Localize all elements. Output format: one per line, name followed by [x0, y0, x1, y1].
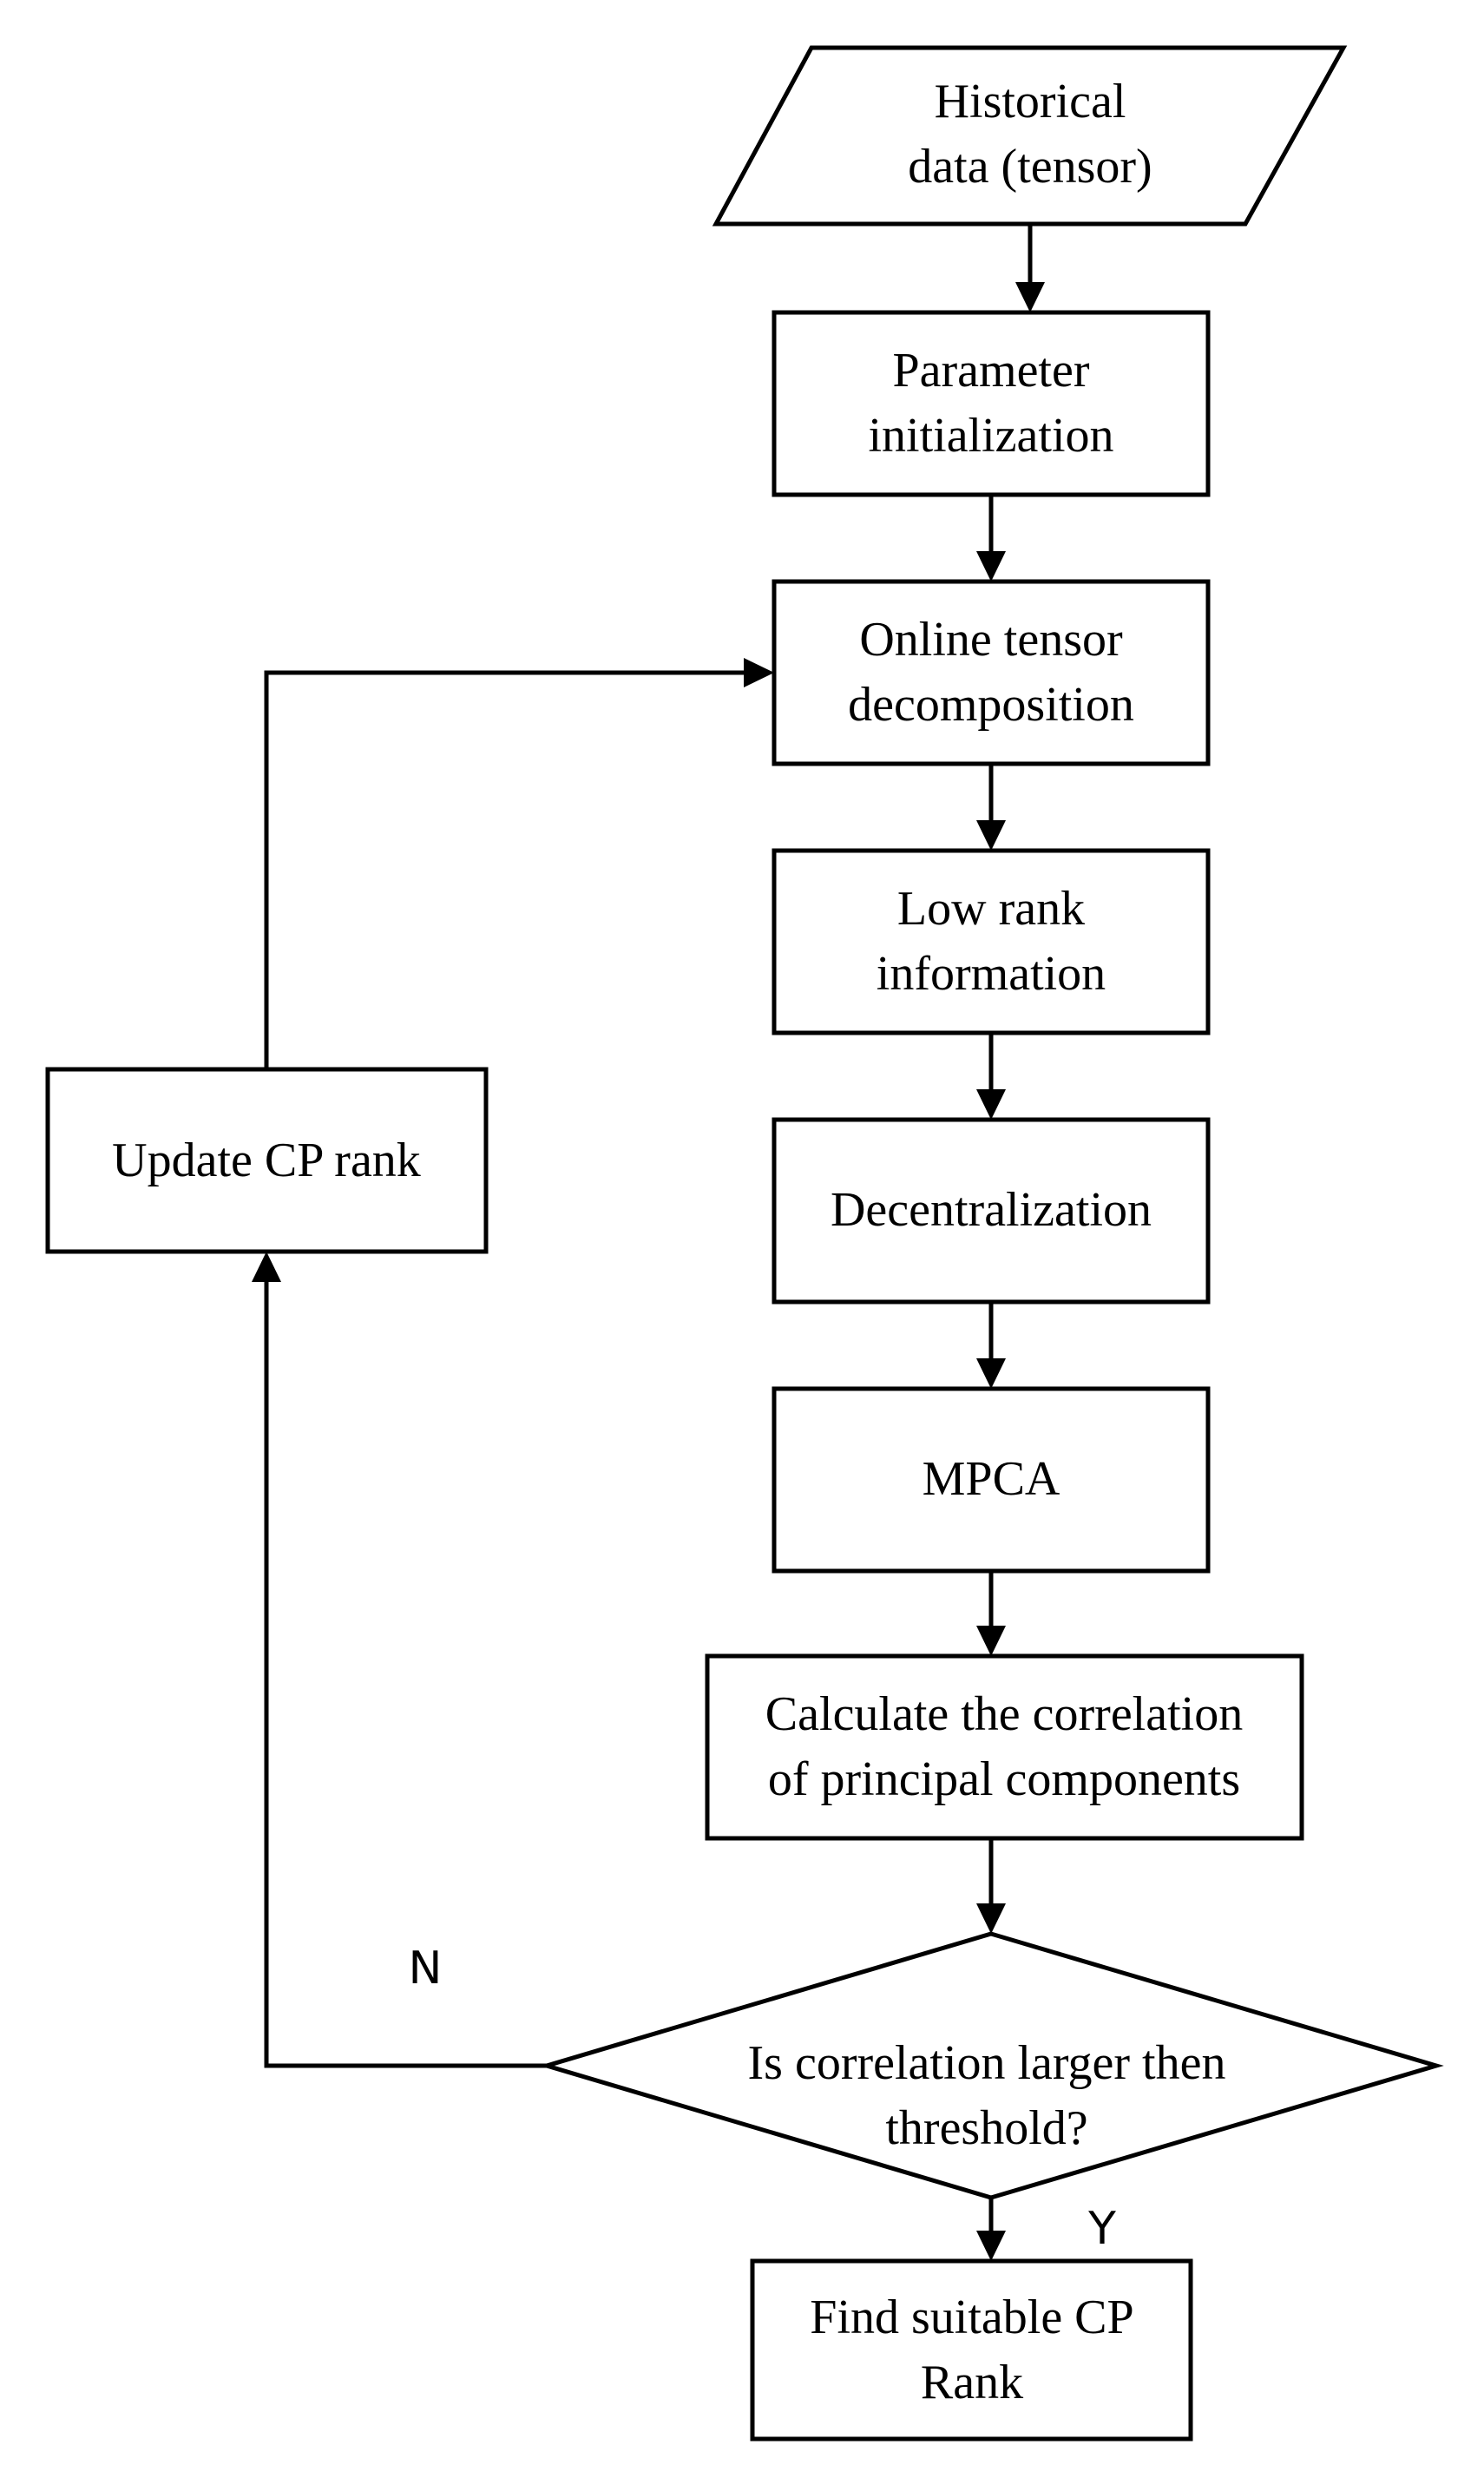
low-rank-line-2: information	[877, 947, 1106, 1001]
arrow-parameter-to-online	[976, 495, 1006, 582]
find-rank-line-2: Rank	[921, 2356, 1023, 2409]
decentralization-label: Decentralization	[831, 1183, 1152, 1237]
arrow-update-rank-to-online	[264, 658, 774, 1069]
mpca-node: MPCA	[772, 1386, 1211, 1574]
arrow-decision-to-find-rank	[976, 2198, 1006, 2261]
arrow-decision-to-update-rank	[252, 1252, 547, 2068]
correlation-decision-node: Is correlation larger then threshold?	[539, 1931, 1444, 2200]
low-rank-line-1: Low rank	[897, 882, 1085, 936]
arrow-decentralization-to-mpca	[976, 1302, 1006, 1389]
branch-yes-label: Y	[1087, 2203, 1116, 2255]
find-suitable-rank-node: Find suitable CP Rank	[750, 2258, 1193, 2442]
calculate-correlation-line-1: Calculate the correlation	[765, 1687, 1243, 1741]
find-rank-line-1: Find suitable CP	[810, 2291, 1133, 2344]
historical-data-node: Historical data (tensor)	[712, 45, 1348, 227]
update-cp-rank-node: Update CP rank	[45, 1067, 489, 1254]
parameter-initialization-node: Parameter initialization	[772, 310, 1211, 497]
historical-data-line-1: Historical	[935, 75, 1126, 128]
branch-no-label: N	[409, 1942, 443, 1995]
calculate-correlation-node: Calculate the correlation of principal c…	[705, 1653, 1304, 1841]
decision-line-2: threshold?	[885, 2101, 1087, 2155]
mpca-label: MPCA	[923, 1452, 1060, 1506]
online-tensor-line-2: decomposition	[848, 678, 1134, 732]
parameter-initialization-line-1: Parameter	[893, 344, 1090, 398]
arrow-historical-to-parameter	[1015, 224, 1045, 312]
online-tensor-decomposition-node: Online tensor decomposition	[772, 579, 1211, 766]
historical-data-line-2: data (tensor)	[908, 140, 1152, 194]
online-tensor-line-1: Online tensor	[859, 613, 1123, 667]
arrow-mpca-to-calculate	[976, 1571, 1006, 1656]
arrow-lowrank-to-decentralization	[976, 1033, 1006, 1120]
decentralization-node: Decentralization	[772, 1117, 1211, 1305]
arrow-online-to-lowrank	[976, 764, 1006, 851]
parameter-initialization-line-2: initialization	[868, 409, 1113, 463]
arrow-calculate-to-decision	[976, 1838, 1006, 1934]
calculate-correlation-line-2: of principal components	[768, 1752, 1240, 1806]
low-rank-information-node: Low rank information	[772, 848, 1211, 1035]
update-cp-rank-label: Update CP rank	[112, 1134, 421, 1187]
decision-line-1: Is correlation larger then	[748, 2036, 1226, 2090]
